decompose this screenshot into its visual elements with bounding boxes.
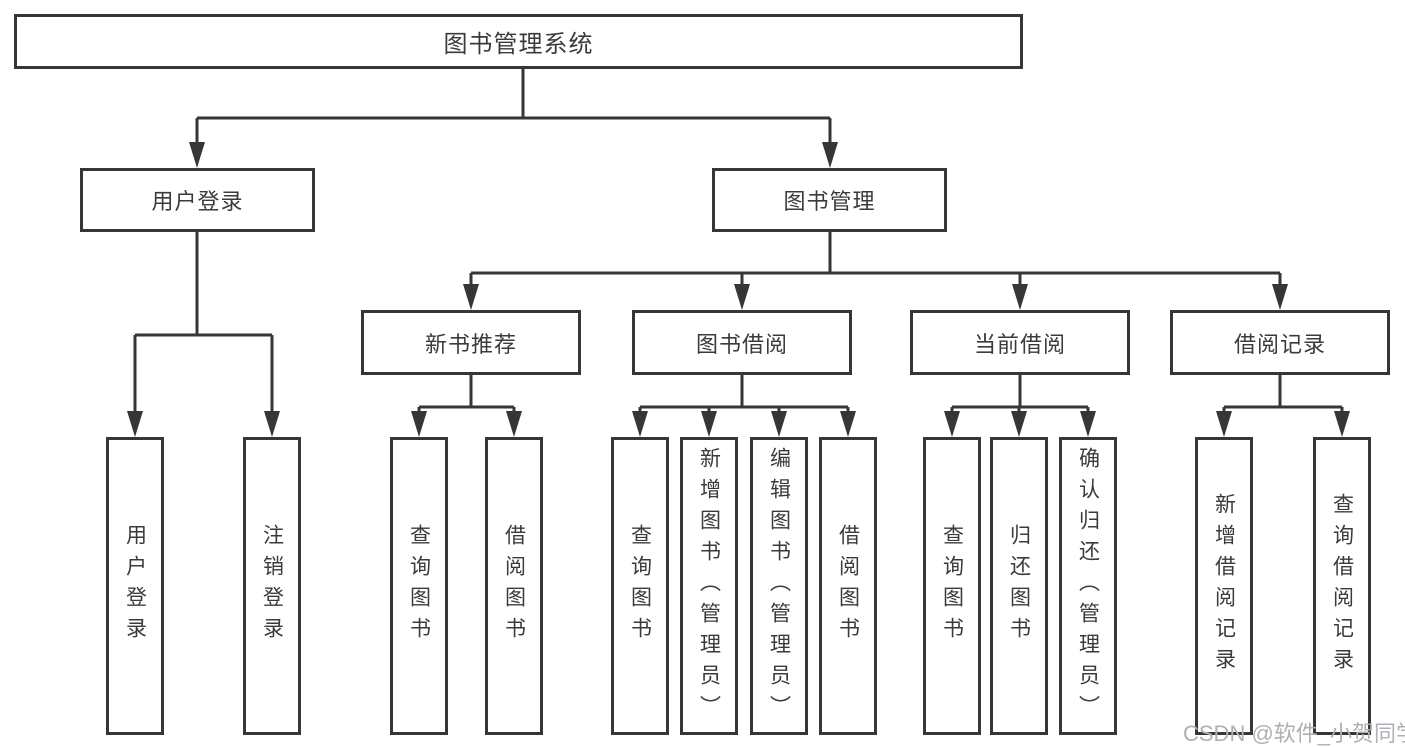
leaf-borrow-borrow-books: 借阅图书 bbox=[819, 437, 877, 735]
leaf-borrow-query-books: 查询图书 bbox=[611, 437, 669, 735]
leaf-recommend-borrow-books: 借阅图书 bbox=[485, 437, 543, 735]
leaf-label: 借阅图书 bbox=[502, 524, 526, 648]
leaf-label: 查询图书 bbox=[628, 524, 652, 648]
leaf-label: 确认归还（管理员） bbox=[1076, 446, 1100, 726]
leaf-label: 新增图书（管理员） bbox=[697, 446, 721, 726]
leaf-label: 查询借阅记录 bbox=[1330, 493, 1354, 679]
leaf-logout: 注销登录 bbox=[243, 437, 301, 735]
leaf-label: 查询图书 bbox=[407, 524, 431, 648]
leaf-label: 用户登录 bbox=[123, 524, 147, 648]
leaf-records-query-record: 查询借阅记录 bbox=[1313, 437, 1371, 735]
leaf-borrow-edit-books-admin: 编辑图书（管理员） bbox=[750, 437, 808, 735]
leaf-user-login: 用户登录 bbox=[106, 437, 164, 735]
leaf-label: 编辑图书（管理员） bbox=[767, 446, 791, 726]
leaf-current-query-books: 查询图书 bbox=[923, 437, 981, 735]
node-root-system: 图书管理系统 bbox=[14, 14, 1023, 69]
leaf-records-add-record: 新增借阅记录 bbox=[1195, 437, 1253, 735]
leaf-label: 归还图书 bbox=[1007, 524, 1031, 648]
leaf-recommend-query-books: 查询图书 bbox=[390, 437, 448, 735]
node-book-management: 图书管理 bbox=[712, 168, 947, 232]
csdn-watermark: CSDN @软件_小贺同学 bbox=[1183, 721, 1405, 746]
leaf-borrow-add-books-admin: 新增图书（管理员） bbox=[680, 437, 738, 735]
leaf-label: 借阅图书 bbox=[836, 524, 860, 648]
node-current-borrow: 当前借阅 bbox=[910, 310, 1130, 375]
leaf-label: 查询图书 bbox=[940, 524, 964, 648]
leaf-current-confirm-return-admin: 确认归还（管理员） bbox=[1059, 437, 1117, 735]
node-borrow-records: 借阅记录 bbox=[1170, 310, 1390, 375]
node-new-book-recommend: 新书推荐 bbox=[361, 310, 581, 375]
node-book-borrow: 图书借阅 bbox=[632, 310, 852, 375]
leaf-label: 新增借阅记录 bbox=[1212, 493, 1236, 679]
leaf-label: 注销登录 bbox=[260, 524, 284, 648]
node-user-login: 用户登录 bbox=[80, 168, 315, 232]
leaf-current-return-books: 归还图书 bbox=[990, 437, 1048, 735]
